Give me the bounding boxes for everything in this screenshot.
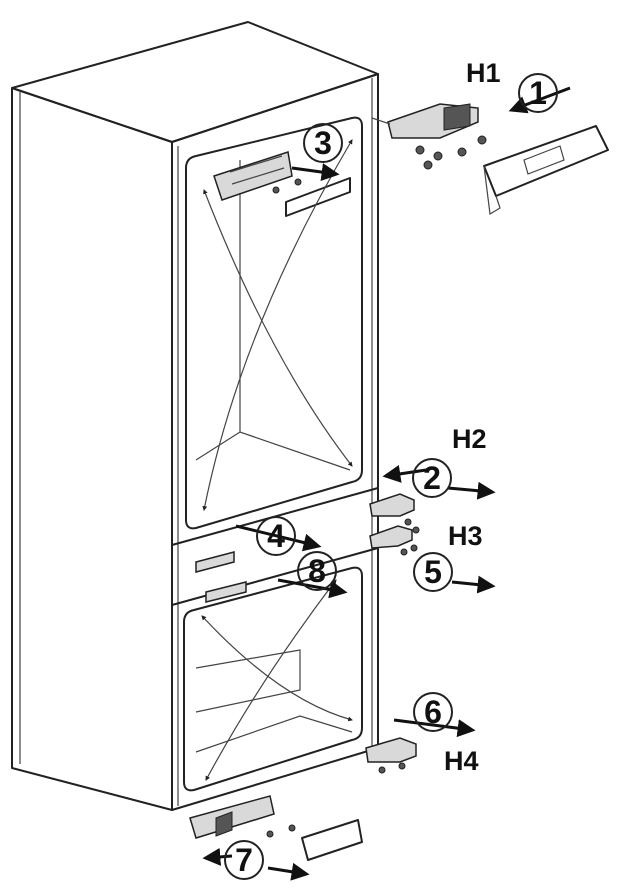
arrow-step-3 <box>291 163 340 181</box>
hinge-labels: H1 H2 H3 H4 <box>444 58 501 776</box>
step-circle-3 <box>303 123 343 163</box>
freezer-shelf-back <box>195 649 301 713</box>
bottom-fixtures <box>189 795 363 861</box>
upper-diagonal-arrows <box>202 139 353 511</box>
screw-icon <box>404 518 412 526</box>
hinge-h1 <box>371 103 487 170</box>
diagonal-arrow <box>201 615 353 722</box>
hinge-h1-pin <box>443 103 471 131</box>
bottom-cover-plate <box>301 819 363 861</box>
cover-plate-lip <box>483 165 501 215</box>
diagonal-arrow <box>203 189 353 467</box>
label-h2: H2 <box>452 424 487 454</box>
step-number-4: 4 <box>267 518 285 554</box>
screw-icon <box>378 766 386 774</box>
screw-icon <box>457 147 467 157</box>
arrow-step-1 <box>508 86 571 114</box>
arrow-step-4 <box>235 524 322 552</box>
label-h4: H4 <box>444 746 479 776</box>
divider-handles <box>195 551 247 603</box>
screw-icon <box>433 151 443 161</box>
hinge-h3-bracket <box>369 525 413 549</box>
screw-icon <box>410 544 418 552</box>
step-circle-1 <box>518 73 558 113</box>
hinge-h2 <box>369 493 420 534</box>
arrow-step-5 <box>451 575 496 594</box>
step-number-3: 3 <box>314 125 332 161</box>
screw-icon <box>423 160 433 170</box>
diagonal-arrow <box>205 579 337 781</box>
arrow-step-8 <box>277 578 348 599</box>
hinge-h4 <box>365 737 417 774</box>
divider-bottom <box>171 547 379 606</box>
screw-icon <box>272 186 280 194</box>
step-number-6: 6 <box>424 694 442 730</box>
freezer-compartment-opening <box>183 566 363 792</box>
screw-icon <box>294 178 302 186</box>
step-number-5: 5 <box>424 554 442 590</box>
arrow-step-2-right <box>447 481 496 500</box>
step-circle-6 <box>413 692 453 732</box>
screw-icon <box>477 135 487 145</box>
direction-arrows <box>202 86 571 881</box>
divider-handle-lower <box>205 581 247 603</box>
screw-icon <box>412 526 420 534</box>
screw-icon <box>415 145 425 155</box>
arrow-step-7-left <box>202 847 233 866</box>
step-markers: 1 3 2 4 5 8 6 7 <box>224 73 558 880</box>
screw-icon <box>398 762 406 770</box>
step-number-1: 1 <box>529 75 547 111</box>
upper-fixture-bracket <box>213 151 293 201</box>
step-circle-8 <box>297 551 337 591</box>
step-number-8: 8 <box>308 553 326 589</box>
screw-icon <box>288 824 296 832</box>
screw-icon <box>400 548 408 556</box>
hinge-h4-bracket <box>365 737 417 763</box>
cabinet-front-frame <box>171 73 379 811</box>
fridge-compartment-back-floor <box>195 431 351 471</box>
arrow-step-2-left <box>382 464 427 483</box>
step-circle-4 <box>256 516 296 556</box>
cover-plate-slot <box>523 145 565 175</box>
bottom-bracket-pin <box>215 811 233 837</box>
step-number-7: 7 <box>235 842 253 878</box>
hinge-h1-guide-line <box>371 117 391 125</box>
step-circle-7 <box>224 840 264 880</box>
lower-diagonal-arrows <box>201 579 353 781</box>
diagonal-arrow <box>202 139 353 511</box>
screw-icon <box>266 830 274 838</box>
step-number-2: 2 <box>423 460 441 496</box>
label-h1: H1 <box>466 58 501 88</box>
fridge-compartment-opening <box>185 116 363 530</box>
step-circle-2 <box>412 458 452 498</box>
hinge-h3 <box>369 525 418 556</box>
top-cover-plate <box>483 125 609 215</box>
arrow-step-6 <box>393 718 476 738</box>
step-circle-5 <box>413 552 453 592</box>
cover-plate-body <box>483 125 609 197</box>
arrow-step-7-right <box>267 862 310 881</box>
hinge-h2-bracket <box>369 493 415 517</box>
cabinet-left-side <box>11 87 173 811</box>
label-h3: H3 <box>448 521 483 551</box>
divider-handle-upper <box>195 551 235 573</box>
